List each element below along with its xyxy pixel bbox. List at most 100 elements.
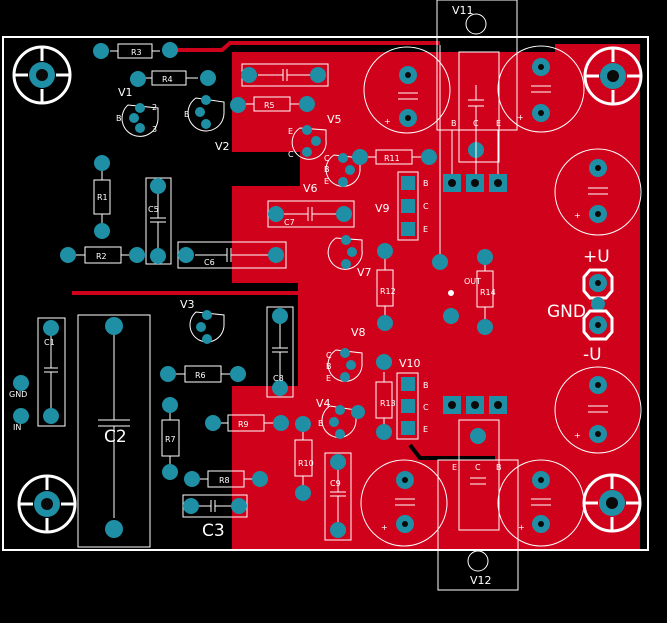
label-r14: R14 [480, 288, 496, 297]
capacitor-c8 [266, 306, 294, 398]
resistor-r3 [93, 42, 178, 59]
elcap-top-left [363, 46, 451, 134]
label-r13: R13 [380, 399, 396, 408]
label-v9-e: E [423, 225, 428, 234]
label-c7: C7 [284, 218, 295, 227]
label-r5: R5 [264, 101, 275, 110]
elcap-top-left-plus: + [384, 117, 391, 126]
label-r8: R8 [219, 476, 230, 485]
label-v5: V5 [327, 113, 342, 126]
transistor-v7 [327, 235, 363, 270]
label-v6-b: B [324, 165, 330, 174]
label-c9: C9 [330, 479, 341, 488]
capacitor-c9 [324, 452, 352, 541]
label-v6-c: C [324, 154, 330, 163]
resistor-r8 [184, 470, 268, 488]
elcap-right-lower [554, 366, 642, 454]
resistor-r5 [230, 96, 315, 113]
label-r9: R9 [238, 420, 249, 429]
connector-v9 [397, 171, 419, 241]
label-v2: V2 [215, 140, 230, 153]
label-r12: R12 [380, 287, 396, 296]
capacitor-top [241, 63, 329, 87]
trace-r3-v11 [170, 41, 440, 52]
transistor-v8 [327, 348, 363, 382]
label-c5: C5 [148, 205, 159, 214]
label-r11: R11 [384, 154, 400, 163]
resistor-r10 [294, 416, 313, 501]
transistor-v4 [321, 405, 357, 439]
label-v8: V8 [351, 326, 366, 339]
label-r2: R2 [96, 252, 107, 261]
v8-pad [376, 354, 392, 370]
v11-outline [436, 0, 518, 163]
label-v12-e: E [452, 463, 457, 472]
v11-pads [443, 85, 507, 192]
label-r6: R6 [195, 371, 206, 380]
elcap-bottom-left-plus: + [381, 523, 388, 532]
elcap-right-upper-plus: + [574, 211, 581, 220]
label-v6-e: E [324, 177, 329, 186]
label-v2-b: B [184, 110, 190, 119]
label-v8-e: E [326, 374, 331, 383]
elcap-right-upper [554, 148, 642, 236]
resistor-r11 [352, 149, 437, 165]
label-v10-b: B [423, 381, 429, 390]
label-v3: V3 [180, 298, 195, 311]
label-v10-e: E [423, 425, 428, 434]
label-v5-e: E [288, 127, 293, 136]
power-terminals [582, 268, 614, 341]
label-v10: V10 [399, 357, 421, 370]
resistor-r4 [130, 70, 216, 87]
label-v1-2: 2 [152, 103, 157, 112]
elcap-right-lower-plus: + [574, 431, 581, 440]
resistor-r9 [205, 414, 289, 432]
label-v9: V9 [375, 202, 390, 215]
label-plus-u: +U [583, 247, 610, 267]
label-gnd: GND [547, 302, 586, 322]
mount-hole-br [582, 473, 642, 533]
mount-hole-tl [12, 45, 72, 105]
elcap-bottom-right-plus: + [518, 523, 525, 532]
label-v1-b: B [116, 114, 122, 123]
label-v8-b: B [326, 362, 332, 371]
label-v12-c: C [475, 463, 481, 472]
label-v6: V6 [303, 182, 318, 195]
label-r10: R10 [298, 459, 314, 468]
capacitor-c3 [182, 494, 248, 518]
resistor-r12 [376, 243, 394, 331]
label-v1: V1 [118, 86, 133, 99]
v12-outline [437, 419, 519, 591]
label-v12: V12 [470, 574, 492, 587]
capacitor-c5 [145, 177, 172, 265]
label-c3: C3 [202, 521, 225, 541]
trace-output [408, 443, 495, 460]
transistor-v6 [325, 153, 361, 187]
label-v12-b: B [496, 463, 502, 472]
mount-hole-tr [583, 46, 643, 106]
transistor-v1 [121, 103, 159, 137]
label-v5-c: C [288, 150, 294, 159]
label-r3: R3 [131, 48, 142, 57]
label-c6: C6 [204, 258, 215, 267]
label-c1: C1 [44, 338, 55, 347]
capacitor-c1 [37, 317, 66, 427]
label-in: IN [13, 423, 21, 432]
transistor-v3 [189, 310, 225, 344]
resistor-r6 [160, 365, 246, 383]
label-out: OUT [464, 277, 481, 286]
transistor-v5 [291, 125, 327, 160]
capacitor-c7 [267, 200, 355, 228]
label-v9-b: B [423, 179, 429, 188]
resistor-r7 [161, 397, 180, 480]
transistor-v2 [187, 95, 225, 132]
resistor-r1 [93, 155, 111, 239]
label-v8-c: C [326, 351, 332, 360]
elcap-bottom-left [360, 459, 448, 547]
resistor-r14 [476, 249, 494, 335]
label-minus-u: -U [583, 345, 602, 365]
label-v11: V11 [452, 4, 474, 17]
mount-hole-bl [17, 474, 77, 534]
connector-v10 [396, 372, 419, 440]
label-v4-b: B [318, 419, 324, 428]
